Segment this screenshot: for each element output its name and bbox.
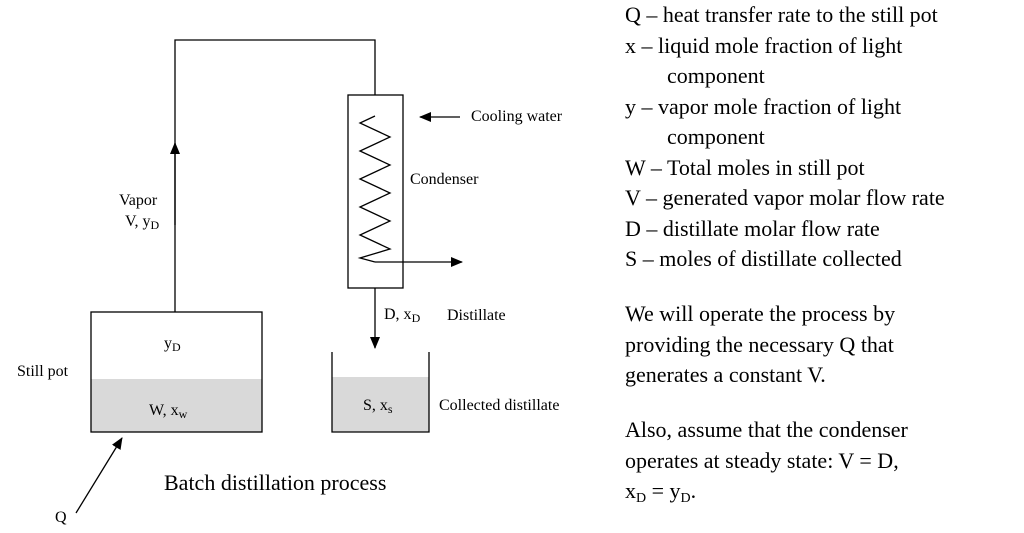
steady-state-equation: xD = yD. (625, 478, 697, 506)
legend-item: W – Total moles in still pot (625, 154, 865, 180)
operation-note: We will operate the process by providing… (625, 301, 896, 387)
still-pot-liquid (91, 379, 262, 432)
cooling-water-label: Cooling water (471, 108, 563, 125)
legend-item: S – moles of distillate collected (625, 246, 902, 271)
condenser (347, 94, 404, 289)
condenser-coil (357, 115, 392, 263)
heat-arrow (75, 437, 123, 514)
batch-distillation-diagram (75, 39, 463, 514)
collected-vars-label: S, xs (363, 397, 393, 416)
pot-liquid-label: W, xw (149, 402, 188, 421)
legend-item: V – generated vapor molar flow rate (625, 185, 945, 210)
pot-vapor-label: yD (164, 335, 181, 354)
distillate-label: Distillate (447, 307, 506, 324)
vapor-vars-label: V, yD (125, 213, 160, 232)
vapor-line (174, 39, 376, 312)
condenser-label: Condenser (410, 171, 479, 188)
collected-distillate-label: Collected distillate (439, 397, 560, 414)
vapor-label: Vapor (119, 192, 158, 209)
still-pot (90, 311, 263, 433)
heat-label: Q (55, 509, 67, 526)
receiver (331, 352, 430, 433)
legend-list: Q – heat transfer rate to the still pot … (625, 0, 1024, 275)
legend-item: D – distillate molar flow rate (625, 215, 880, 241)
receiver-liquid (332, 377, 429, 432)
diagram-title: Batch distillation process (164, 470, 387, 495)
distillate-vars-label: D, xD (384, 306, 421, 325)
legend-panel: Q – heat transfer rate to the still pot … (625, 0, 1024, 507)
assumption-note: Also, assume that the condenser operates… (625, 417, 908, 506)
legend-item: Q – heat transfer rate to the still pot (625, 2, 938, 27)
still-pot-label: Still pot (17, 363, 69, 380)
